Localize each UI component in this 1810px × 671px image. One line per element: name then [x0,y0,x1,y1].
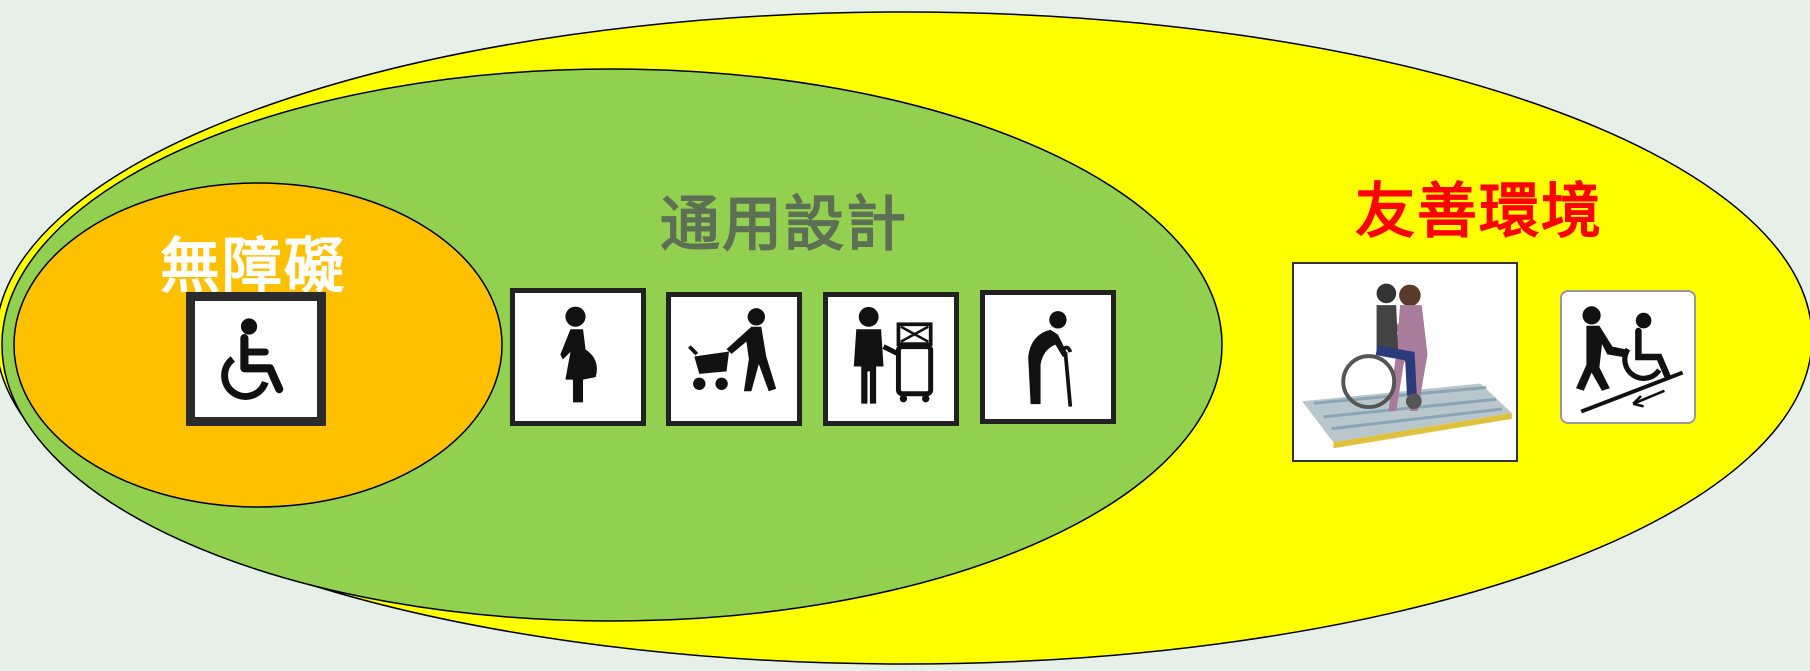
elderly-cane-icon [980,290,1116,424]
pregnant-woman-icon [510,288,646,426]
wheelchair-ramp-sign-icon [1560,290,1696,424]
friendly-environment-label: 友善環境 [1355,177,1603,247]
universal-design-label: 通用設計 [660,190,908,260]
luggage-traveler-icon [823,292,959,426]
wheelchair-icon [186,292,326,426]
accessible-label: 無障礙 [160,232,346,302]
stroller-icon [666,292,802,426]
wheelchair-ramp-photo [1292,262,1518,462]
